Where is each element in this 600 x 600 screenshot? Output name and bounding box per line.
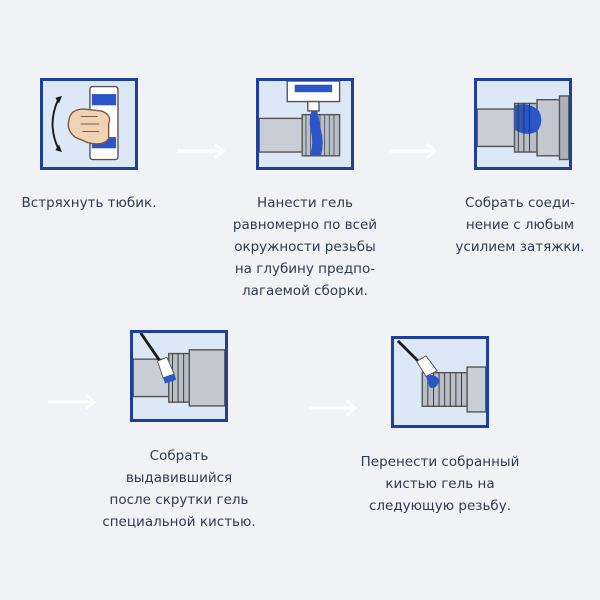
- caption-line: специальной кистью.: [102, 514, 256, 530]
- step-3-illustration: [474, 78, 572, 170]
- caption-line: Перенести собранный: [360, 454, 520, 470]
- step-4-illustration: [130, 330, 228, 422]
- caption-line: усилием затяжки.: [455, 239, 585, 255]
- caption-line: нение с любым: [465, 217, 575, 233]
- arrow-right-icon: [309, 398, 361, 418]
- arrow-right-icon: [48, 392, 100, 412]
- step-5-illustration: [391, 336, 489, 428]
- step-4-caption: Собрать выдавившийся после скрутки гель …: [91, 445, 267, 533]
- step-3-caption: Собрать соеди- нение с любым усилием зат…: [441, 192, 599, 258]
- arrow-right-icon: [389, 141, 441, 161]
- caption-line: равномерно по всей: [232, 217, 378, 233]
- step-1-caption: Встряхнуть тюбик.: [5, 192, 173, 214]
- caption-line: Собрать: [149, 448, 209, 464]
- step-1-illustration: [40, 78, 138, 170]
- caption-line: выдавившийся: [125, 470, 233, 486]
- step-2-caption: Нанести гель равномерно по всей окружнос…: [216, 192, 394, 302]
- step-5-caption: Перенести собранный кистью гель на следу…: [346, 451, 534, 517]
- caption-line: Собрать соеди-: [465, 195, 575, 211]
- caption-line: Встряхнуть тюбик.: [21, 195, 157, 211]
- step-2-illustration: [256, 78, 354, 170]
- caption-line: кистью гель на: [385, 476, 495, 492]
- caption-line: окружности резьбы: [234, 239, 376, 255]
- caption-line: после скрутки гель: [109, 492, 249, 508]
- caption-line: следующую резьбу.: [368, 498, 512, 514]
- caption-line: на глубину предпо-: [234, 261, 376, 277]
- caption-line: Нанести гель: [257, 195, 353, 211]
- arrow-right-icon: [177, 141, 229, 161]
- caption-line: лагаемой сборки.: [242, 283, 368, 299]
